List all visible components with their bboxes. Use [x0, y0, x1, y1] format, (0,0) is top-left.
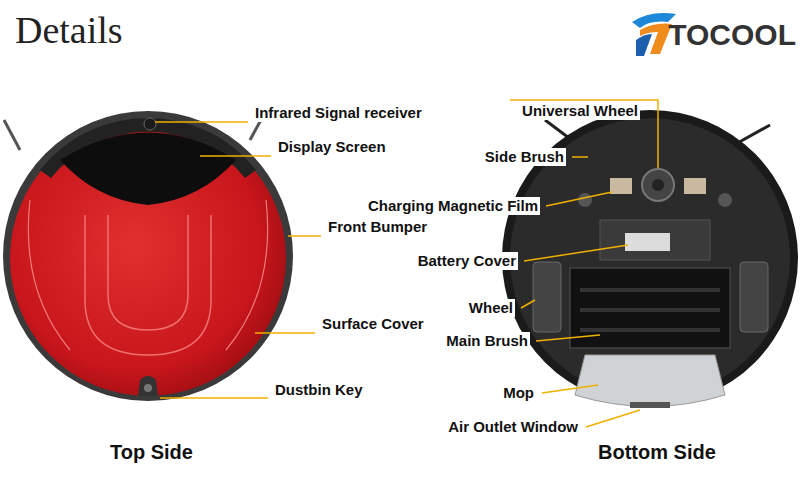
part-label: Universal Wheel: [520, 102, 640, 120]
part-label: Side Brush: [483, 148, 566, 166]
part-label: Main Brush: [444, 332, 530, 350]
part-label: Mop: [501, 384, 536, 402]
part-label: Charging Magnetic Film: [366, 197, 540, 215]
part-label: Wheel: [467, 299, 515, 317]
part-label: Display Screen: [276, 138, 388, 156]
part-label: Battery Cover: [416, 252, 518, 270]
part-label: Front Bumper: [326, 218, 429, 236]
part-label: Dustbin Key: [273, 381, 365, 399]
view-caption: Bottom Side: [598, 440, 716, 464]
brand-logo: TOCOOL: [668, 18, 796, 52]
part-label: Infrared Signal receiver: [253, 104, 424, 122]
diagram-title: Details: [15, 8, 123, 52]
view-caption: Top Side: [110, 440, 193, 464]
part-label: Air Outlet Window: [446, 418, 580, 436]
part-label: Surface Cover: [320, 315, 426, 333]
top-robot: [3, 111, 293, 401]
leader-lines: [155, 100, 658, 427]
